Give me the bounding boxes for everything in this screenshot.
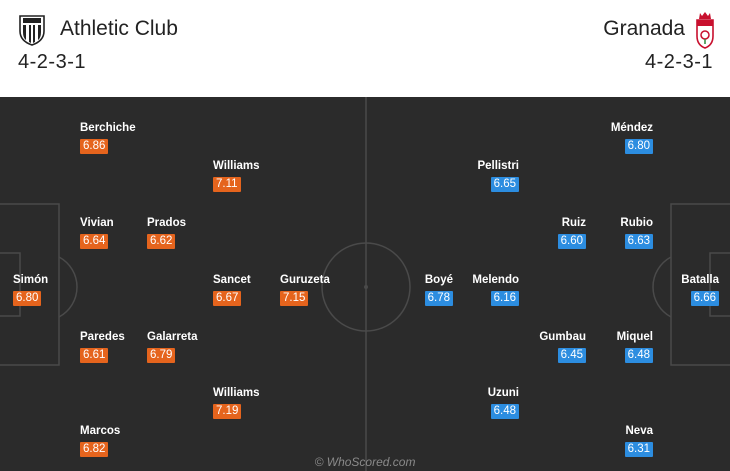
player-name: Paredes [80, 331, 125, 343]
player-card[interactable]: Uzuni 6.48 [459, 386, 519, 419]
pitch [0, 97, 730, 471]
player-card[interactable]: Boyé 6.78 [393, 273, 453, 306]
player-card[interactable]: Sancet 6.67 [213, 273, 273, 306]
player-name: Uzuni [487, 387, 519, 399]
player-card[interactable]: Gumbau 6.45 [526, 330, 586, 363]
player-name: Prados [147, 217, 186, 229]
player-rating: 6.60 [557, 234, 586, 249]
player-rating: 6.48 [490, 404, 519, 419]
player-name: Simón [13, 274, 49, 286]
player-card[interactable]: Simón 6.80 [13, 273, 73, 306]
player-rating: 6.86 [80, 139, 109, 154]
player-name: Méndez [610, 122, 653, 134]
player-card[interactable]: Williams 7.19 [213, 386, 273, 419]
watermark: © WhoScored.com [314, 455, 416, 469]
player-name: Ruiz [561, 217, 586, 229]
player-name: Melendo [472, 274, 519, 286]
player-name: Miquel [616, 331, 653, 343]
player-card[interactable]: Neva 6.31 [593, 424, 653, 457]
player-name: Neva [625, 425, 654, 437]
player-rating: 6.80 [13, 291, 42, 306]
player-name: Galarreta [147, 331, 198, 343]
player-name: Marcos [80, 425, 121, 437]
player-card[interactable]: Ruiz 6.60 [526, 216, 586, 249]
player-card[interactable]: Rubio 6.63 [593, 216, 653, 249]
player-card[interactable]: Melendo 6.16 [459, 273, 519, 306]
player-rating: 6.78 [424, 291, 453, 306]
player-card[interactable]: Berchiche 6.86 [80, 121, 140, 154]
player-name: Pellistri [477, 160, 519, 172]
player-name: Berchiche [80, 122, 136, 134]
player-name: Sancet [213, 274, 251, 286]
player-card[interactable]: Williams 7.11 [213, 159, 273, 192]
away-formation: 4-2-3-1 [645, 51, 713, 73]
player-card[interactable]: Vivian 6.64 [80, 216, 140, 249]
athletic-club-crest-icon [19, 15, 45, 46]
player-name: Boyé [424, 274, 453, 286]
player-card[interactable]: Marcos 6.82 [80, 424, 140, 457]
player-card[interactable]: Miquel 6.48 [593, 330, 653, 363]
player-card[interactable]: Batalla 6.66 [659, 273, 719, 306]
home-team-name: Athletic Club [60, 17, 178, 40]
player-name: Rubio [620, 217, 653, 229]
player-rating: 7.11 [213, 177, 241, 192]
player-rating: 6.61 [80, 348, 109, 363]
home-formation: 4-2-3-1 [18, 51, 86, 73]
player-name: Williams [213, 160, 260, 172]
player-card[interactable]: Méndez 6.80 [593, 121, 653, 154]
player-card[interactable]: Galarreta 6.79 [147, 330, 207, 363]
player-name: Batalla [681, 274, 719, 286]
player-rating: 7.19 [213, 404, 242, 419]
player-rating: 6.64 [80, 234, 109, 249]
player-rating: 6.65 [490, 177, 519, 192]
player-rating: 7.15 [280, 291, 309, 306]
player-name: Guruzeta [280, 274, 330, 286]
player-rating: 6.79 [147, 348, 176, 363]
player-rating: 6.63 [624, 234, 653, 249]
player-card[interactable]: Guruzeta 7.15 [280, 273, 340, 306]
player-name: Gumbau [539, 331, 586, 343]
player-rating: 6.16 [490, 291, 519, 306]
away-team-name: Granada [603, 17, 685, 40]
player-card[interactable]: Pellistri 6.65 [459, 159, 519, 192]
granada-crest-icon [696, 12, 714, 49]
player-name: Vivian [80, 217, 114, 229]
player-name: Williams [213, 387, 260, 399]
player-rating: 6.48 [624, 348, 653, 363]
player-rating: 6.45 [557, 348, 586, 363]
player-rating: 6.66 [690, 291, 719, 306]
player-card[interactable]: Prados 6.62 [147, 216, 207, 249]
player-rating: 6.80 [624, 139, 653, 154]
player-rating: 6.82 [80, 442, 109, 457]
match-header: Athletic Club 4-2-3-1 Granada 4-2-3-1 [0, 0, 730, 97]
pitch-markings [0, 97, 730, 471]
player-rating: 6.67 [213, 291, 242, 306]
player-rating: 6.31 [624, 442, 653, 457]
player-rating: 6.62 [147, 234, 176, 249]
player-card[interactable]: Paredes 6.61 [80, 330, 140, 363]
